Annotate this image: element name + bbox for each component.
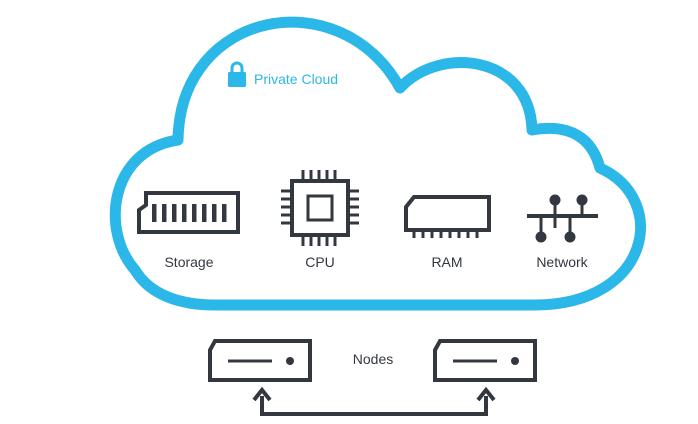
storage-icon	[137, 191, 240, 234]
component-label-network: Network	[536, 254, 588, 270]
node-connector-arrow	[252, 386, 496, 416]
ram-icon	[404, 195, 491, 238]
server-icon	[208, 339, 312, 382]
server-icon	[433, 339, 537, 382]
cpu-icon	[281, 170, 359, 246]
component-label-storage: Storage	[164, 254, 214, 270]
network-icon	[527, 194, 598, 243]
cloud-shape	[109, 16, 647, 311]
nodes-label: Nodes	[352, 351, 394, 367]
component-label-cpu: CPU	[305, 254, 335, 270]
component-label-ram: RAM	[431, 254, 463, 270]
cloud-title: Private Cloud	[254, 71, 339, 87]
lock-icon	[228, 61, 246, 87]
